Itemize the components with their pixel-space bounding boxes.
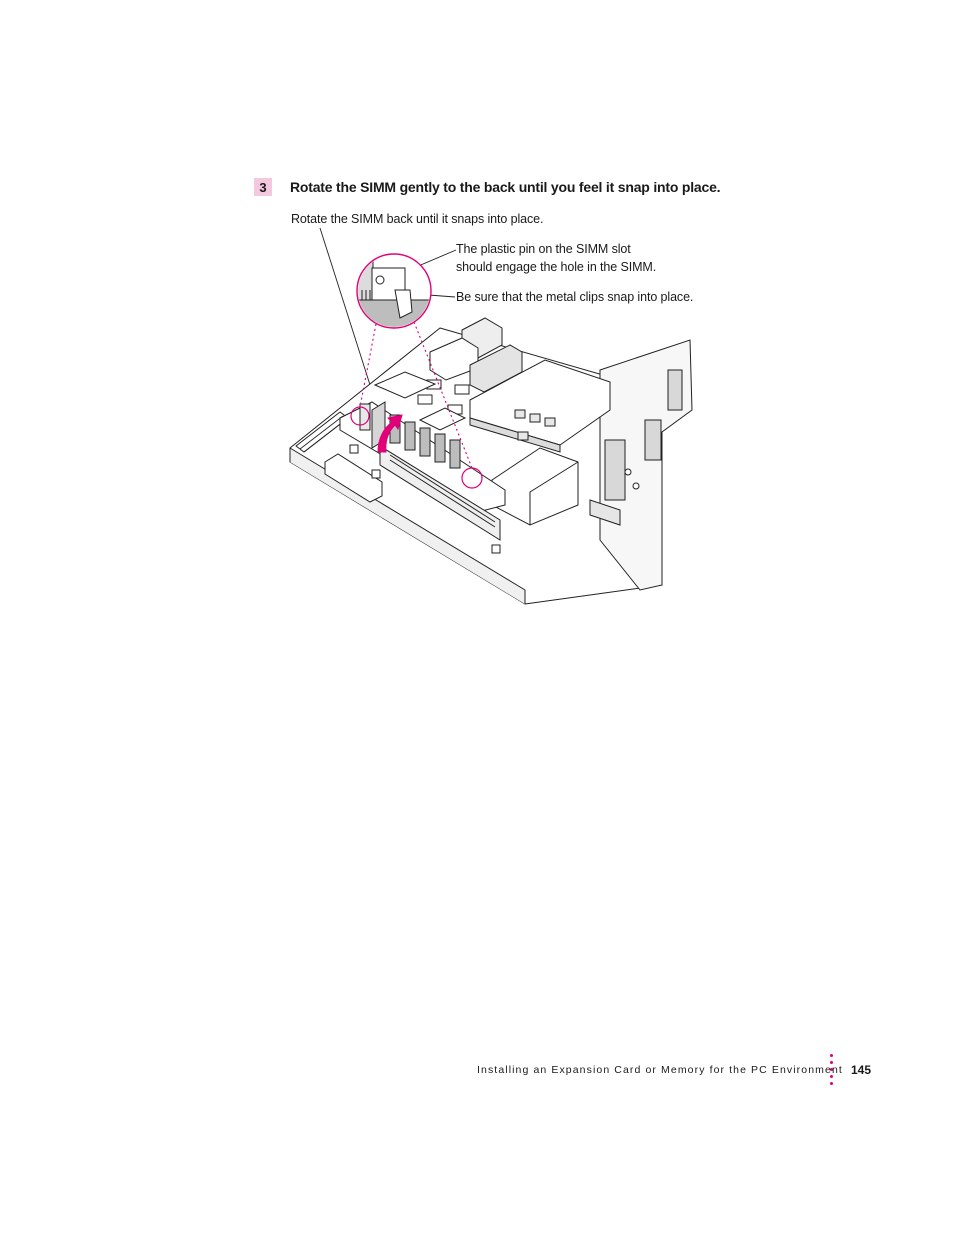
- chip-area: [373, 371, 467, 431]
- step-number-badge: 3: [254, 178, 272, 196]
- step-instruction: Rotate the SIMM gently to the back until…: [290, 179, 721, 195]
- logic-board-illustration: [289, 227, 693, 605]
- footer-chapter-title: Installing an Expansion Card or Memory f…: [477, 1064, 843, 1076]
- rear-panel: [589, 339, 693, 591]
- page-number: 145: [851, 1063, 872, 1077]
- magnifier-guide-lines: [359, 321, 473, 469]
- magnified-inset: [356, 253, 432, 329]
- board-connectors: [404, 317, 523, 415]
- highlight-left-clip: [350, 406, 370, 426]
- callout-metal-clips: Be sure that the metal clips snap into p…: [456, 290, 694, 304]
- callout-plastic-pin-line-2: should engage the hole in the SIMM.: [456, 260, 657, 274]
- highlight-right-clip: [461, 467, 483, 489]
- expansion-card: [469, 359, 611, 453]
- callout-rotate-simm: Rotate the SIMM back until it snaps into…: [291, 212, 544, 226]
- left-connector: [324, 444, 501, 554]
- callout-plastic-pin: The plastic pin on the SIMM slot should …: [456, 240, 656, 276]
- rotation-arrow-icon: [377, 414, 403, 453]
- callout-plastic-pin-line-1: The plastic pin on the SIMM slot: [456, 242, 631, 256]
- footer-dot-rule: [830, 1054, 833, 1089]
